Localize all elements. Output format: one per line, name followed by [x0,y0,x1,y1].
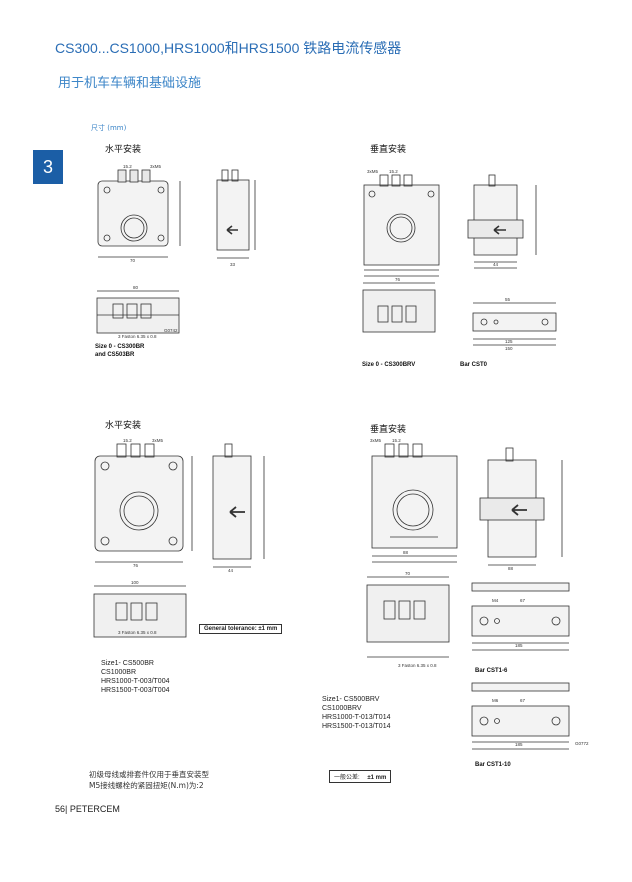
caption-size1-vertical: Size1- CS500BRV CS1000BRV HRS1000-T-013/… [322,695,390,731]
dimensions-label: 尺寸 (mm) [91,124,127,132]
drawing-bar-cst0 [472,302,557,346]
caption-line: Size 0 - CS300BR [95,344,145,350]
page-subtitle: 用于机车车辆和基础设施 [58,76,202,91]
code-label: G0742 [164,328,178,333]
dim-label: 67 [520,598,526,603]
drawing-size1-horizontal-front [94,443,193,563]
dim-label: 3 Faston 6.35 x 0.8 [118,630,157,635]
dim-label: M4 [492,598,499,603]
dim-label: M6 [492,698,499,703]
caption-size1: Size1- CS500BR CS1000BR HRS1000-T-003/T0… [101,659,169,695]
dim-label: 125 [505,339,513,344]
caption-line: Size1- CS500BRV [322,696,380,703]
section-vertical-mount-1: 垂直安装 [370,145,407,155]
dim-label: 3xM5 [367,169,379,174]
code-label: G0772 [575,741,589,746]
dim-label: 44 [493,262,499,267]
caption-bar-cst1-10: Bar CST1-10 [475,762,511,768]
dim-label: 15.2 [123,164,132,169]
drawing-bar-cst1-6 [471,582,570,651]
drawing-size0-horizontal-side [216,169,256,259]
note-line: 初级母线或排套件仅用于垂直安装型 [89,770,209,779]
dim-label: 67 [520,698,526,703]
dim-label: 88 [508,566,514,571]
caption-size0-vertical: Size 0 - CS300BRV [362,362,416,368]
caption-line: HRS1000-T-003/T004 [101,678,170,685]
dim-label: 100 [131,580,139,585]
drawing-size1-horizontal-side [212,443,265,568]
caption-line: and CS503BR [95,352,135,358]
caption-line: CS1000BRV [322,705,362,712]
drawing-size0-vertical-side [467,174,537,269]
general-tolerance-box: General tolerance: ±1 mm [199,624,283,634]
page-title: CS300...CS1000,HRS1000和HRS1500 铁路电流传感器 [55,40,402,56]
dim-label: 33 [230,262,236,267]
dim-label: 150 [505,346,513,351]
caption-line: Size1- CS500BR [101,660,154,667]
dim-label: 15.2 [123,438,132,443]
dim-label: 185 [515,643,523,648]
note-line: M5接线螺栓的紧固扭矩(N.m)为:2 [89,781,204,790]
dim-label: 185 [515,742,523,747]
drawing-size1-horizontal-bottom [93,585,187,638]
dim-label: 88 [403,550,409,555]
chinese-tolerance-box: 一般公差: ±1 mm [329,770,392,783]
caption-size0: Size 0 - CS300BR and CS503BR [95,343,144,359]
chapter-tab[interactable]: 3 [33,150,63,184]
drawing-size1-vertical-front [371,443,458,563]
caption-bar-cst0: Bar CST0 [460,362,488,368]
section-horizontal-mount-1: 水平安装 [105,145,142,155]
dim-label: 3 Faston 6.35 x 0.8 [118,334,157,339]
dim-label: 55 [505,297,511,302]
dim-label: 70 [130,258,136,263]
caption-line: HRS1000-T-013/T014 [322,714,391,721]
section-vertical-mount-2: 垂直安装 [370,425,407,435]
drawing-size1-vertical-side [479,447,563,566]
drawing-size1-vertical-bottom [366,576,450,658]
dim-label: 15.2 [389,169,398,174]
section-horizontal-mount-2: 水平安装 [105,421,142,431]
drawing-size0-vertical-front [363,174,440,277]
dim-label: 3 Faston 6.35 x 0.8 [398,663,437,668]
dim-label: 3xM5 [150,164,162,169]
dim-label: 80 [133,285,139,290]
dim-label: 44 [228,568,234,573]
dim-label: 15.2 [392,438,401,443]
dim-label: 76 [395,277,401,282]
tolerance-value: ±1 mm [367,775,387,781]
dim-label: 3xM5 [152,438,164,443]
caption-bar-cst1-6: Bar CST1-6 [475,668,508,674]
caption-line: HRS1500-T-003/T004 [101,687,170,694]
caption-line: CS1000BR [101,669,137,676]
drawing-size0-horizontal-front [97,169,181,258]
mounting-note: 初级母线或排套件仅用于垂直安装型 M5接线螺栓的紧固扭矩(N.m)为:2 [89,769,209,791]
caption-line: HRS1500-T-013/T014 [322,723,391,730]
tolerance-label: 一般公差: [334,775,360,781]
dim-label: 76 [133,563,139,568]
dim-label: 3xM5 [370,438,382,443]
page-footer: 56| PETERCEM [55,804,120,814]
drawing-size0-horizontal-bottom [96,290,180,334]
drawing-bar-cst1-10 [471,682,570,750]
dim-label: 70 [405,571,411,576]
drawing-size0-vertical-bottom [362,282,436,333]
